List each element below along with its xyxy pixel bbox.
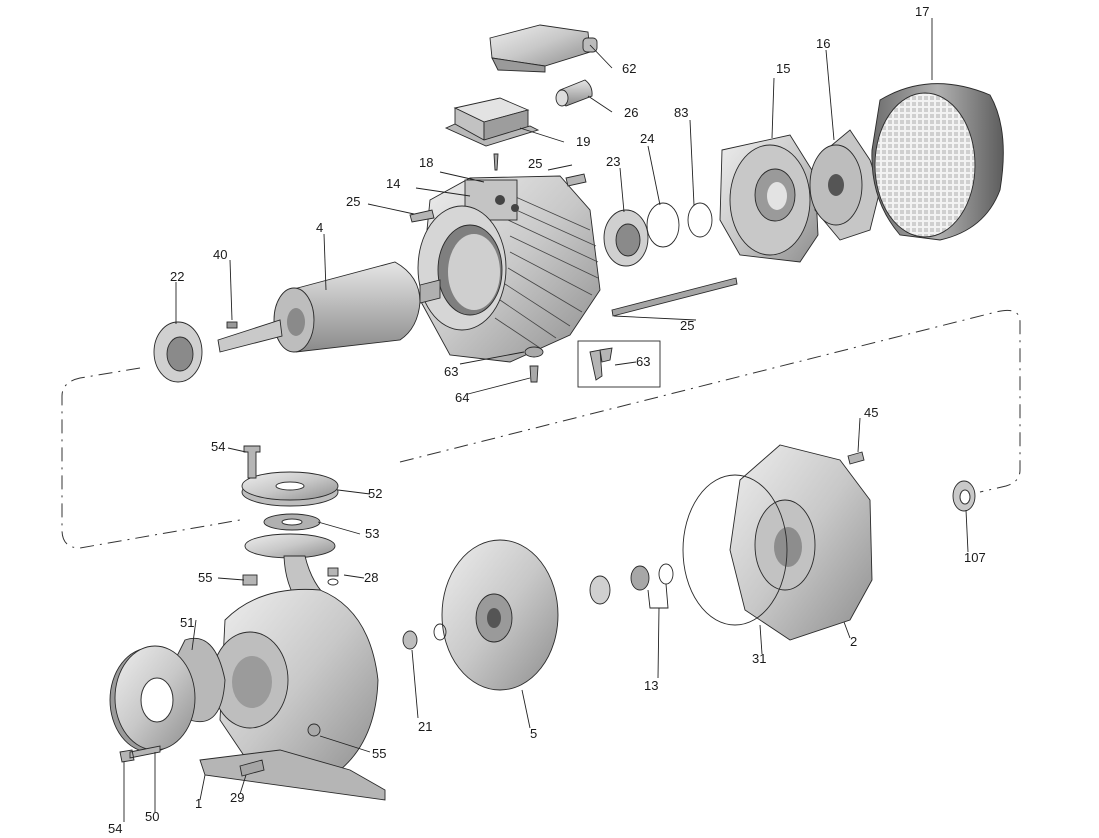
- part-54-bolt-top: [243, 445, 261, 479]
- callout-107: 107: [964, 550, 986, 565]
- part-23-bearing: [603, 209, 649, 267]
- callout-25-left: 25: [346, 194, 360, 209]
- part-25-bolt-a: [409, 209, 435, 223]
- part-83-ring: [687, 202, 713, 238]
- part-13-mechanical-seal: [589, 563, 674, 605]
- callout-22: 22: [170, 269, 184, 284]
- part-28-plug: [327, 567, 339, 586]
- callout-18: 18: [419, 155, 433, 170]
- part-107-ring: [952, 480, 976, 512]
- callout-26: 26: [624, 105, 638, 120]
- part-54-bolt-bottom: [119, 745, 161, 763]
- part-62-terminal-cover: [489, 24, 598, 73]
- callout-16: 16: [816, 36, 830, 51]
- part-21-impeller-nut: [402, 623, 447, 650]
- callout-50: 50: [145, 809, 159, 824]
- part-25-bolt-b: [565, 173, 587, 187]
- callout-40: 40: [213, 247, 227, 262]
- callout-55-top: 55: [198, 570, 212, 585]
- part-31-o-ring: [682, 474, 788, 626]
- part-19-terminal-box: [444, 97, 540, 147]
- part-25-tie-rod: [611, 277, 738, 317]
- part-55-plug-top: [242, 574, 258, 586]
- callout-51: 51: [180, 615, 194, 630]
- part-29-drain-plug: [239, 759, 265, 777]
- callout-17: 17: [915, 4, 929, 19]
- part-52-flange: [241, 471, 339, 507]
- part-16-fan: [809, 129, 881, 241]
- callout-1: 1: [195, 796, 202, 811]
- part-53-gasket: [263, 513, 321, 531]
- callout-64: 64: [455, 390, 469, 405]
- part-5-impeller: [441, 539, 559, 691]
- part-15-end-shield: [719, 134, 819, 263]
- callout-62: 62: [622, 61, 636, 76]
- callout-83: 83: [674, 105, 688, 120]
- part-63-insert: [524, 346, 544, 358]
- part-55-plug-side: [307, 723, 321, 737]
- callout-25-top: 25: [528, 156, 542, 171]
- callout-2: 2: [850, 634, 857, 649]
- callout-25-rod: 25: [680, 318, 694, 333]
- callout-54-bottom: 54: [108, 821, 122, 836]
- callout-53: 53: [365, 526, 379, 541]
- callout-55-side: 55: [372, 746, 386, 761]
- part-22-bearing: [153, 321, 203, 383]
- callout-4: 4: [316, 220, 323, 235]
- callout-52: 52: [368, 486, 382, 501]
- part-17-fan-cover: [871, 83, 1004, 241]
- part-63-bracket: [589, 347, 613, 381]
- part-2-motor-bracket: [729, 444, 873, 641]
- callout-19: 19: [576, 134, 590, 149]
- callout-14: 14: [386, 176, 400, 191]
- part-40-key: [226, 321, 238, 329]
- callout-5: 5: [530, 726, 537, 741]
- callout-15: 15: [776, 61, 790, 76]
- callout-28: 28: [364, 570, 378, 585]
- part-1-pump-casing: [199, 533, 386, 801]
- callout-23: 23: [606, 154, 620, 169]
- callout-45: 45: [864, 405, 878, 420]
- part-4-rotor: [217, 261, 441, 353]
- callout-63-bracket: 63: [636, 354, 650, 369]
- callout-21: 21: [418, 719, 432, 734]
- part-45-bolt: [847, 451, 865, 465]
- part-50-suction-flange: [109, 645, 196, 753]
- callout-29: 29: [230, 790, 244, 805]
- leader-lines: [123, 18, 969, 822]
- callout-63-insert: 63: [444, 364, 458, 379]
- part-26-capacitor: [555, 79, 593, 107]
- callout-31: 31: [752, 651, 766, 666]
- callout-labels: 62 26 19 17 16 15 83 24 23 25 18 14 25 4…: [108, 4, 986, 836]
- part-14-motor-housing: [417, 175, 601, 363]
- callout-13: 13: [644, 678, 658, 693]
- part-18-terminal-screw: [493, 153, 499, 171]
- callout-54-top: 54: [211, 439, 225, 454]
- assembly-axis-lower: [399, 309, 1021, 493]
- part-24-wave-spring: [646, 202, 680, 248]
- assembly-axis-upper: [61, 367, 241, 549]
- callout-24: 24: [640, 131, 654, 146]
- part-64-screw: [529, 365, 539, 383]
